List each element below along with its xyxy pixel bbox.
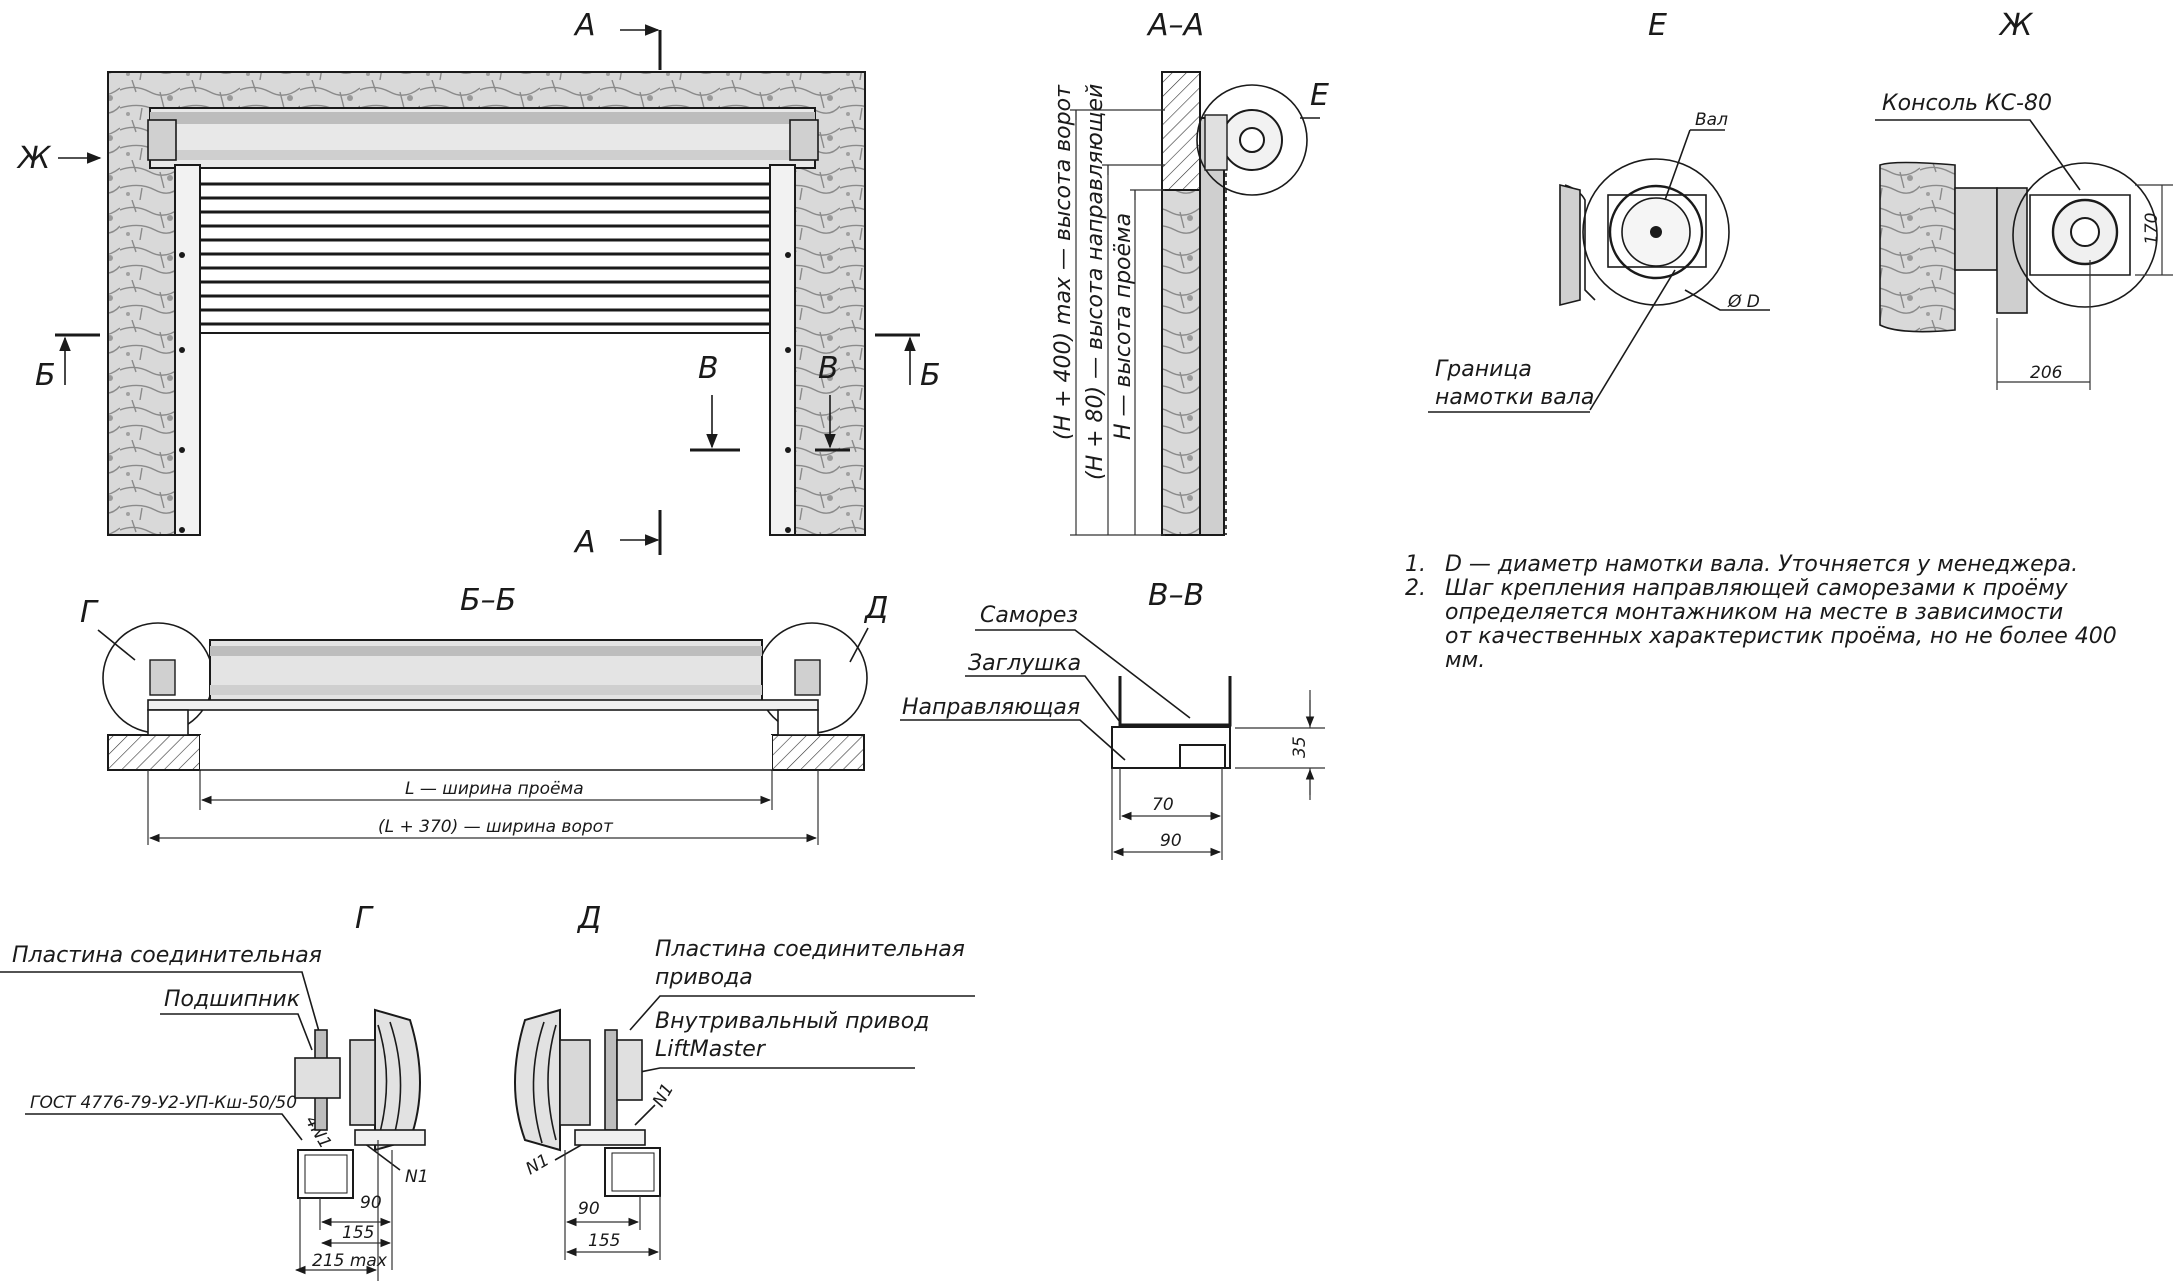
vv-title: В–В xyxy=(1148,578,1204,613)
zh-dim-170: 170 xyxy=(2142,213,2162,245)
note-number: 1. xyxy=(1405,552,1426,577)
note-item: 2. Шаг крепления направляющей саморезами… xyxy=(1405,577,2145,601)
detail-d: Д Пластина соединительная привода Внутри… xyxy=(514,901,975,1260)
e-title: Е xyxy=(1648,8,1667,43)
front-view: А А Б Б В В Ж xyxy=(16,8,941,560)
d-plate-2: привода xyxy=(655,965,753,990)
aa-callout-e: Е xyxy=(1310,78,1329,113)
left-guide xyxy=(174,164,201,536)
g-gost: ГОСТ 4776-79-У2-УП-Кш-50/50 xyxy=(30,1093,297,1113)
right-guide xyxy=(769,164,796,536)
d-drive-2: LiftMaster xyxy=(655,1037,767,1062)
detail-g: Г Пластина соединительная Подшипник ГОСТ… xyxy=(0,901,429,1281)
bb-title: Б–Б xyxy=(460,583,516,618)
curtain-slats xyxy=(199,167,771,334)
d-plate-1: Пластина соединительная xyxy=(655,937,965,962)
notes-list: 1. D — диаметр намотки вала. Уточняется … xyxy=(1405,553,2145,673)
cut-a-top: А xyxy=(573,8,596,43)
aa-dim-opening: H — высота проёма xyxy=(1111,213,1136,440)
d-dim-90: 90 xyxy=(578,1199,600,1219)
vv-guide: Направляющая xyxy=(902,695,1080,720)
vv-plug: Заглушка xyxy=(968,651,1081,676)
cut-a-bottom: А xyxy=(573,525,596,560)
aa-dim-gate: (H + 400) max — высота ворот xyxy=(1051,84,1076,440)
bb-callout-g: Г xyxy=(80,595,99,630)
zh-console: Консоль КС-80 xyxy=(1882,91,2052,116)
zh-dim-206: 206 xyxy=(2030,363,2063,383)
note-item: определяется монтажником на месте в зави… xyxy=(1405,601,2145,625)
note-text: Шаг крепления направляющей саморезами к … xyxy=(1445,576,2068,601)
vv-screw: Саморез xyxy=(980,603,1078,628)
zh-title: Ж xyxy=(1998,8,2034,43)
e-diameter: Ø D xyxy=(1727,292,1760,312)
e-shaft: Вал xyxy=(1695,110,1728,130)
e-boundary-1: Граница xyxy=(1435,357,1532,382)
bb-dim-gate-w: (L + 370) — ширина ворот xyxy=(378,817,614,837)
section-aa: А–А Е (H + 400) max — высота ворот (H + … xyxy=(1051,8,1329,536)
g-dim-90: 90 xyxy=(360,1193,382,1213)
aa-dim-guide: (H + 80) — высота направляющей xyxy=(1083,84,1108,480)
d-n1b: N1 xyxy=(523,1150,553,1179)
d-drive-1: Внутривальный привод xyxy=(655,1009,929,1034)
d-title: Д xyxy=(576,901,601,936)
note-item: от качественных характеристик проёма, но… xyxy=(1405,625,2145,673)
cut-v-right: В xyxy=(818,351,839,386)
section-vv: В–В Саморез Заглушка Направляющая 35 70 … xyxy=(900,578,1325,860)
note-number: 2. xyxy=(1405,576,1426,601)
bb-dim-l: L — ширина проёма xyxy=(405,779,584,799)
note-text: определяется монтажником на месте в зави… xyxy=(1445,600,2064,625)
cut-v-left: В xyxy=(698,351,719,386)
detail-e: Е Вал Ø D Граница намотки вала xyxy=(1428,8,1770,413)
view-zh-mark: Ж xyxy=(16,141,52,176)
g-dim-155: 155 xyxy=(342,1223,374,1243)
cut-b-left: Б xyxy=(35,358,56,393)
g-bearing: Подшипник xyxy=(164,987,301,1012)
note-text: D — диаметр намотки вала. Уточняется у м… xyxy=(1445,552,2079,577)
g-n1b: N1 xyxy=(405,1167,429,1187)
e-boundary-2: намотки вала xyxy=(1435,385,1594,410)
cut-b-right: Б xyxy=(920,358,941,393)
vv-dim-90: 90 xyxy=(1160,831,1182,851)
aa-title: А–А xyxy=(1146,8,1204,43)
note-text: от качественных характеристик проёма, но… xyxy=(1445,624,2117,673)
d-dim-155: 155 xyxy=(588,1231,620,1251)
g-plate: Пластина соединительная xyxy=(12,943,322,968)
bb-callout-d: Д xyxy=(863,591,888,626)
note-item: 1. D — диаметр намотки вала. Уточняется … xyxy=(1405,553,2145,577)
section-bb: Б–Б Г Д L — ширина проёма (L + 370) — ши… xyxy=(80,583,888,845)
vv-dim-70: 70 xyxy=(1152,795,1174,815)
vv-dim-35: 35 xyxy=(1290,736,1310,758)
g-title: Г xyxy=(355,901,374,936)
g-dim-215: 215 max xyxy=(312,1251,388,1271)
detail-zh: Ж Консоль КС-80 170 206 xyxy=(1875,8,2173,390)
